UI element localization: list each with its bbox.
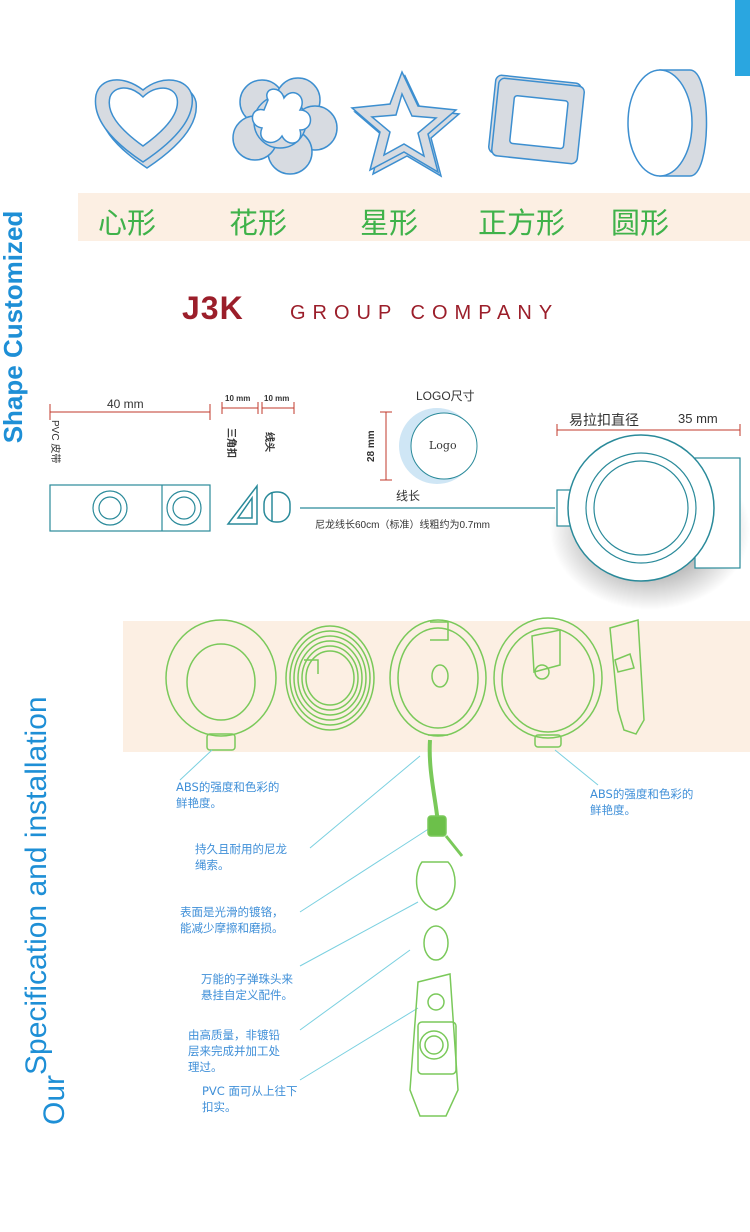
buckle-label: 线头 [263, 432, 274, 452]
bullet-bead-icon [423, 925, 449, 961]
note-nylon-cord: 持久且耐用的尼龙 绳索。 [195, 842, 287, 872]
buckle-width-label: 10 mm [264, 394, 290, 403]
leader-lines [179, 749, 599, 1081]
belt-clip-icon [609, 619, 645, 735]
note-lead-free: 由高质量，非镀铅 层来完成并加工处 理过。 [188, 1028, 280, 1074]
flower-shape-icon [232, 77, 338, 175]
logo-circle-icon [399, 408, 478, 484]
note-abs-right: ABS的强度和色彩的 鲜艳度。 [590, 787, 694, 817]
shape-label-heart: 心形 [98, 206, 157, 240]
dimension-diagram [49, 402, 750, 610]
section-title-specification: OurSpecification and installation [20, 625, 90, 1125]
ball-chain-bead-icon [415, 861, 456, 911]
strap-width-label: 40 mm [107, 397, 144, 411]
cord-spool-icon [389, 619, 487, 737]
shape-label-flower: 花形 [229, 206, 288, 240]
note-pvc: PVC 面可从上往下 扣实。 [202, 1084, 298, 1114]
star-shape-icon [350, 70, 461, 178]
shape-label-square: 正方形 [478, 206, 566, 240]
back-cover-icon [493, 617, 603, 748]
logo-size-title: LOGO尺寸 [416, 389, 475, 403]
strap-clip-icon [409, 973, 459, 1117]
triangle-label: 三角扣 [225, 428, 236, 458]
cord-stopper-icon [427, 815, 447, 837]
reel-icon [550, 434, 750, 610]
triangle-clip-icon [226, 483, 258, 525]
note-abs-left: ABS的强度和色彩的 鲜艳度。 [176, 780, 280, 810]
reel-diameter-label: 易拉扣直径 [569, 412, 639, 428]
logo-height-label: 28 mm [366, 430, 377, 462]
section-title-our: Our [38, 1074, 71, 1125]
pvc-strap-icon [49, 484, 211, 532]
front-cover-icon [165, 619, 277, 751]
shape-labels-band [78, 193, 750, 241]
note-bullet-bead: 万能的子弹珠头来 悬挂自定义配件。 [201, 972, 293, 1002]
square-shape-icon [488, 74, 585, 165]
corner-accent-tab [735, 0, 750, 76]
triangle-width-label: 10 mm [225, 394, 251, 403]
heart-shape-icon [94, 79, 197, 169]
cord-length-label: 线长 [396, 489, 421, 503]
buckle-icon [263, 491, 291, 523]
exploded-parts-diagram [165, 617, 645, 1117]
cord-note: 尼龙线长60cm（标准）线粗约为0.7mm [315, 520, 491, 531]
circle-shape-icon [627, 69, 708, 177]
section-title-spec-main: Specification and installation [20, 696, 53, 1075]
shape-label-star: 星形 [360, 206, 419, 240]
brand-tagline: GROUP COMPANY [290, 302, 560, 324]
note-chrome-surface: 表面是光滑的镀铬， 能减少摩擦和磨损。 [180, 905, 284, 935]
reel-diameter-value: 35 mm [678, 411, 718, 426]
strap-label: PVC 皮带 [49, 420, 60, 464]
nylon-cord-icon [427, 739, 440, 825]
logo-text: Logo [429, 439, 457, 452]
shape-samples [94, 69, 708, 178]
brand-logo: J3K [182, 290, 244, 326]
shape-label-circle: 圆形 [611, 206, 670, 240]
spring-coil-icon [285, 625, 375, 731]
